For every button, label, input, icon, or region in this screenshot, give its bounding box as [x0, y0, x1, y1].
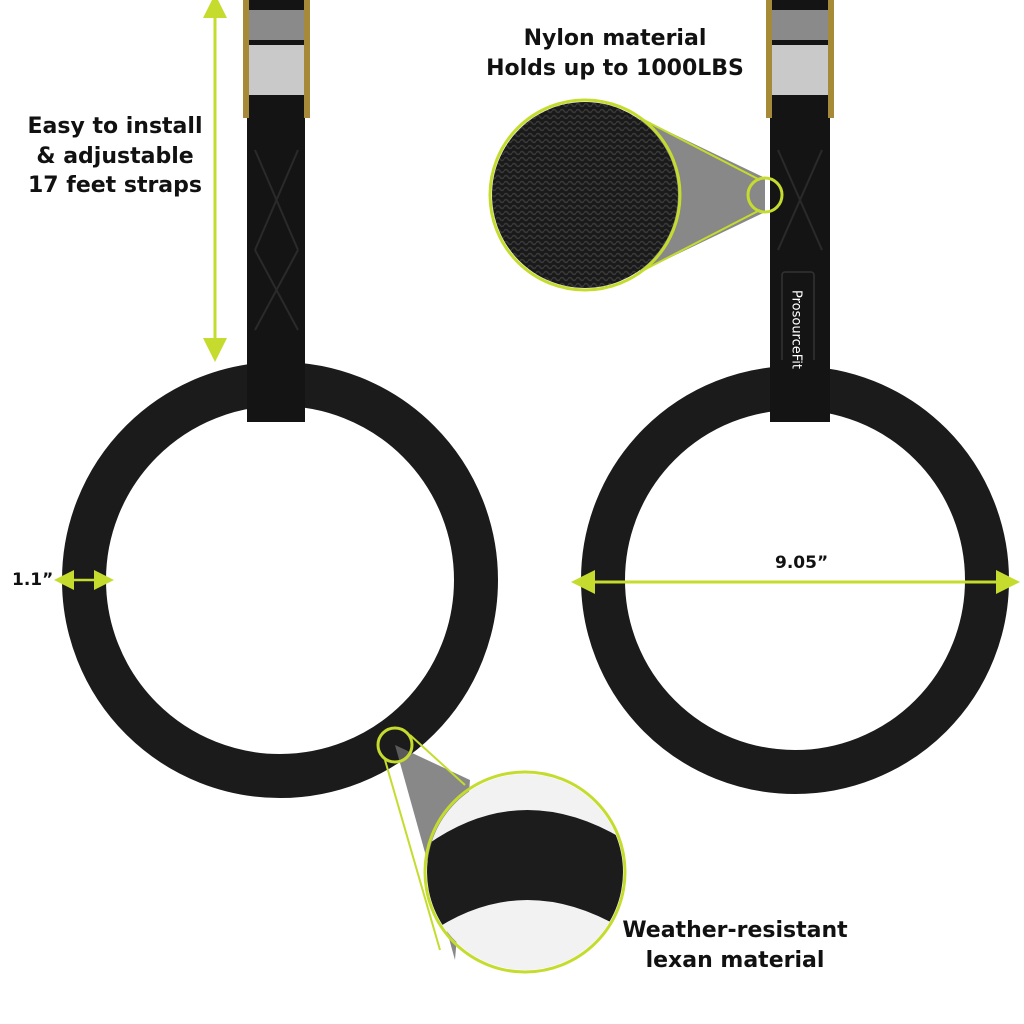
right-ring: [581, 366, 1009, 794]
nylon-line-1: Nylon material: [523, 26, 707, 51]
straps-callout: Easy to install & adjustable 17 feet str…: [20, 112, 210, 201]
left-ring: [62, 362, 498, 798]
brand-logo: ProsourceFit: [788, 289, 804, 370]
straps-line-1: Easy to install: [27, 114, 203, 139]
nylon-zoom-callout: [488, 98, 784, 292]
straps-line-2: & adjustable: [36, 143, 194, 169]
nylon-callout: Nylon material Holds up to 1000LBS: [480, 24, 750, 83]
nylon-line-2: Holds up to 1000LBS: [486, 55, 744, 81]
left-strap: [243, 0, 310, 420]
thickness-label: 1.1”: [12, 570, 54, 590]
right-strap: [766, 0, 834, 420]
straps-line-3: 17 feet straps: [27, 173, 202, 199]
lexan-zoom-callout: [376, 726, 627, 974]
lexan-line-1: Weather-resistant: [622, 918, 848, 943]
diameter-label: 9.05”: [775, 553, 829, 573]
lexan-callout: Weather-resistant lexan material: [620, 916, 850, 975]
lexan-line-2: lexan material: [645, 947, 825, 973]
